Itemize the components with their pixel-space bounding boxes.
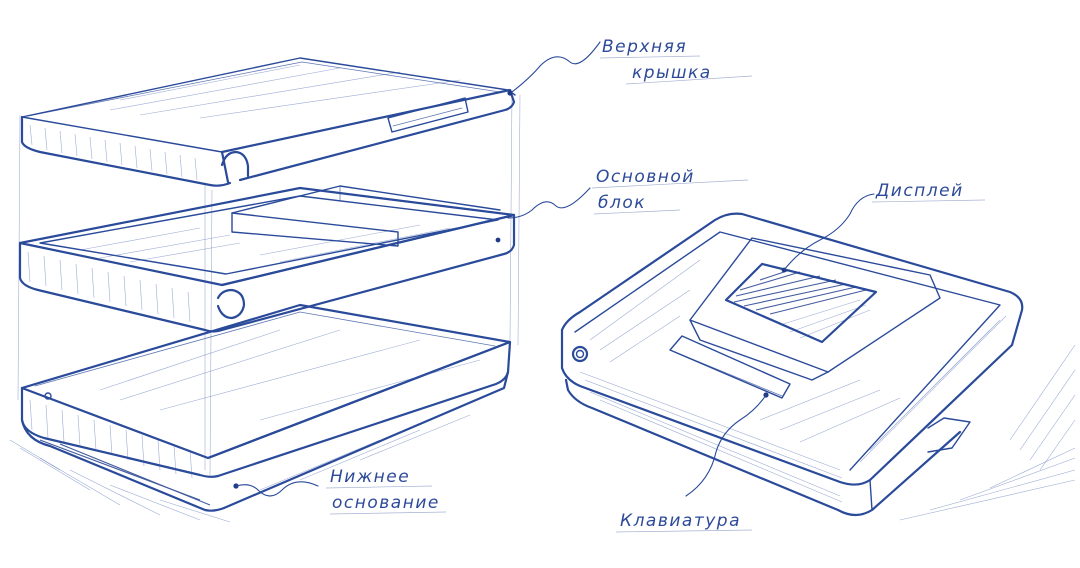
display-screen [724, 262, 878, 344]
display-bezel [689, 237, 941, 373]
label-bottom-base-line1: Нижнее [330, 467, 410, 487]
exploded-view [9, 41, 601, 523]
top-cover-anchor-dot [507, 90, 513, 96]
label-main-block: Основной блок [591, 167, 749, 215]
ground-shadow-left [9, 414, 471, 523]
display-hatching [733, 269, 867, 315]
label-top-cover: Верхняя крышка [599, 37, 753, 85]
label-display-text: Дисплей [875, 181, 964, 201]
assembled-view [560, 193, 1076, 521]
label-main-block-line1: Основной [596, 167, 695, 187]
leader-keyboard [685, 394, 767, 497]
round-port-icon [571, 345, 589, 363]
leader-top-cover [511, 41, 601, 93]
leader-main-block [507, 187, 591, 219]
top-cover [20, 57, 516, 187]
label-display: Дисплей [871, 181, 986, 203]
label-bottom-base-line2: основание [332, 493, 440, 513]
side-tab [927, 417, 971, 453]
label-main-block-line2: блок [598, 193, 646, 213]
corner-screw [44, 392, 52, 400]
label-keyboard: Клавиатура [615, 511, 753, 533]
main-block-anchor-dot [495, 237, 501, 243]
label-top-cover-line2: крышка [632, 63, 712, 83]
main-block [18, 185, 516, 333]
keyboard-panel [669, 335, 791, 399]
leader-bottom-base [235, 481, 319, 497]
leader-display [783, 193, 875, 271]
device-top-outline [560, 212, 1024, 347]
label-top-cover-line1: Верхняя [602, 37, 687, 57]
ground-shadow-right [899, 344, 1076, 521]
label-bottom-base: Нижнее основание [325, 467, 447, 515]
label-keyboard-text: Клавиатура [620, 511, 741, 531]
bottom-base [20, 303, 512, 512]
